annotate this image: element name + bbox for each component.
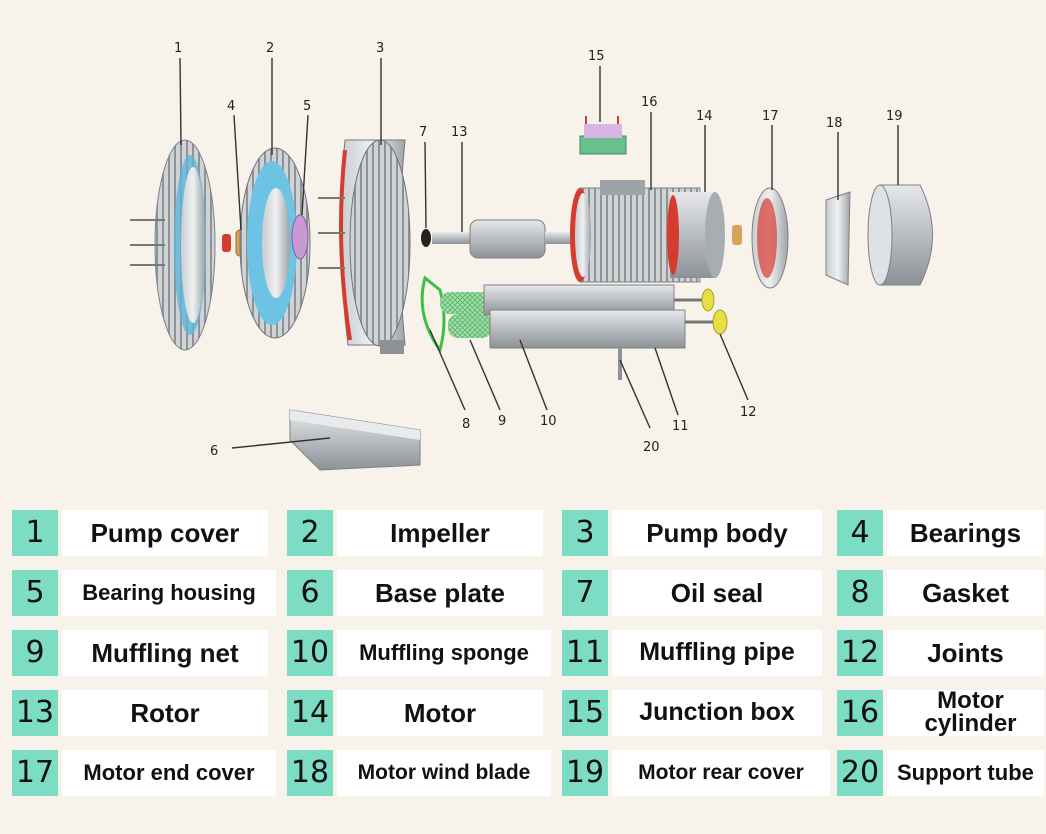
legend-label: Muffling net xyxy=(62,630,268,676)
callout-1: 1 xyxy=(174,41,182,56)
legend-number: 13 xyxy=(12,690,58,736)
legend-label: Impeller xyxy=(337,510,543,556)
legend-number: 6 xyxy=(287,570,333,616)
legend-label: Support tube xyxy=(887,750,1044,796)
legend-label: Motor cylinder xyxy=(887,690,1044,736)
legend-label: Bearing housing xyxy=(62,570,276,616)
parts-legend: 1 Pump cover 2 Impeller 3 Pump body 4 Be… xyxy=(12,510,1044,825)
callout-11: 11 xyxy=(672,419,689,434)
gasket-part xyxy=(420,275,446,354)
legend-label: Pump cover xyxy=(62,510,268,556)
legend-number: 16 xyxy=(837,690,883,736)
legend-number: 20 xyxy=(837,750,883,796)
callout-10: 10 xyxy=(540,414,557,429)
rear-bearing-part xyxy=(732,225,742,245)
base-plate-part xyxy=(289,409,421,471)
callout-9: 9 xyxy=(498,414,506,429)
callout-18: 18 xyxy=(826,116,843,131)
motor-end-cover-part xyxy=(751,187,789,289)
callout-8: 8 xyxy=(462,417,470,432)
muffling-pipe-part xyxy=(483,284,686,380)
callout-4: 4 xyxy=(227,99,235,114)
legend-label: Pump body xyxy=(612,510,822,556)
motor-wind-blade-part xyxy=(825,191,851,286)
legend-label: Motor wind blade xyxy=(337,750,551,796)
bearing-housing-part xyxy=(291,214,309,260)
callout-13: 13 xyxy=(451,125,468,140)
legend-label: Motor end cover xyxy=(62,750,276,796)
legend-label: Muffling sponge xyxy=(337,630,551,676)
callout-numbers: 1 2 3 4 5 6 7 8 9 10 11 12 13 14 15 16 1… xyxy=(174,41,903,459)
legend-number: 11 xyxy=(562,630,608,676)
legend-number: 5 xyxy=(12,570,58,616)
legend-label: Base plate xyxy=(337,570,543,616)
legend-number: 1 xyxy=(12,510,58,556)
legend-label: Junction box xyxy=(612,690,822,736)
oil-seal-part xyxy=(421,229,431,247)
legend-number: 9 xyxy=(12,630,58,676)
callout-5: 5 xyxy=(303,99,311,114)
callout-12: 12 xyxy=(740,405,757,420)
legend-label: Muffling pipe xyxy=(612,630,822,676)
callout-20: 20 xyxy=(643,440,660,455)
legend-number: 3 xyxy=(562,510,608,556)
callout-6: 6 xyxy=(210,444,218,459)
legend-number: 14 xyxy=(287,690,333,736)
junction-box-part xyxy=(579,116,627,155)
seal-ring-part xyxy=(222,234,231,252)
callout-16: 16 xyxy=(641,95,658,110)
legend-number: 8 xyxy=(837,570,883,616)
callout-17: 17 xyxy=(762,109,779,124)
legend-number: 18 xyxy=(287,750,333,796)
legend-number: 17 xyxy=(12,750,58,796)
legend-number: 15 xyxy=(562,690,608,736)
legend-number: 2 xyxy=(287,510,333,556)
callout-2: 2 xyxy=(266,41,274,56)
callout-7: 7 xyxy=(419,125,427,140)
legend-label: Oil seal xyxy=(612,570,822,616)
legend-number: 10 xyxy=(287,630,333,676)
legend-label: Bearings xyxy=(887,510,1044,556)
callout-15: 15 xyxy=(588,49,605,64)
impeller-part xyxy=(239,147,311,339)
pump-cover-part xyxy=(130,139,216,351)
legend-number: 7 xyxy=(562,570,608,616)
joints-part xyxy=(674,288,728,335)
callout-3: 3 xyxy=(376,41,384,56)
legend-number: 12 xyxy=(837,630,883,676)
exploded-view-diagram: 1 2 3 4 5 6 7 8 9 10 11 12 13 14 15 16 1… xyxy=(130,41,933,471)
leader-lines xyxy=(179,57,899,449)
legend-number: 19 xyxy=(562,750,608,796)
callout-19: 19 xyxy=(886,109,903,124)
legend-label: Gasket xyxy=(887,570,1044,616)
muffling-net-part xyxy=(440,292,492,338)
legend-label: Motor rear cover xyxy=(612,750,830,796)
legend-number: 4 xyxy=(837,510,883,556)
legend-label: Motor xyxy=(337,690,543,736)
legend-label: Joints xyxy=(887,630,1044,676)
pump-body-part xyxy=(318,139,411,354)
motor-rear-cover-part xyxy=(867,184,933,286)
callout-14: 14 xyxy=(696,109,713,124)
motor-part xyxy=(570,180,725,283)
rotor-part xyxy=(432,219,580,259)
legend-label: Rotor xyxy=(62,690,268,736)
